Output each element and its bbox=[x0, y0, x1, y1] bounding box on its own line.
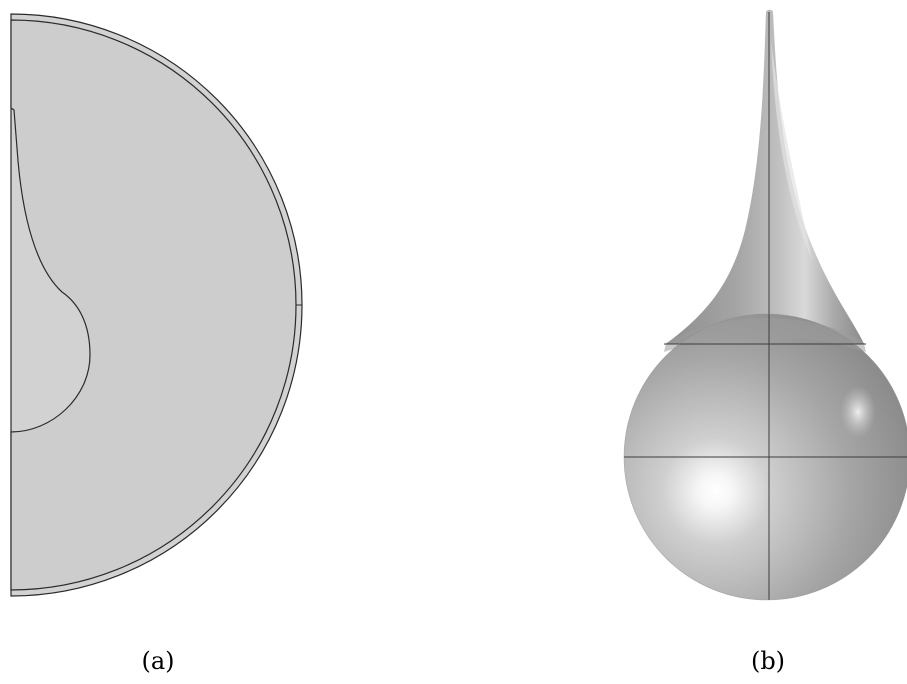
fluid-domain bbox=[10, 19, 297, 591]
drop-shoulder bbox=[664, 318, 866, 352]
specular-highlight-right bbox=[840, 386, 876, 438]
drop-neck bbox=[666, 9, 864, 344]
caption-panel-a: (a) bbox=[141, 647, 175, 675]
caption-panel-b: (b) bbox=[750, 647, 786, 675]
panel-a-cross-section bbox=[10, 13, 303, 597]
drop-outline bbox=[623, 313, 907, 601]
panel-b-3d-drop bbox=[623, 9, 907, 601]
